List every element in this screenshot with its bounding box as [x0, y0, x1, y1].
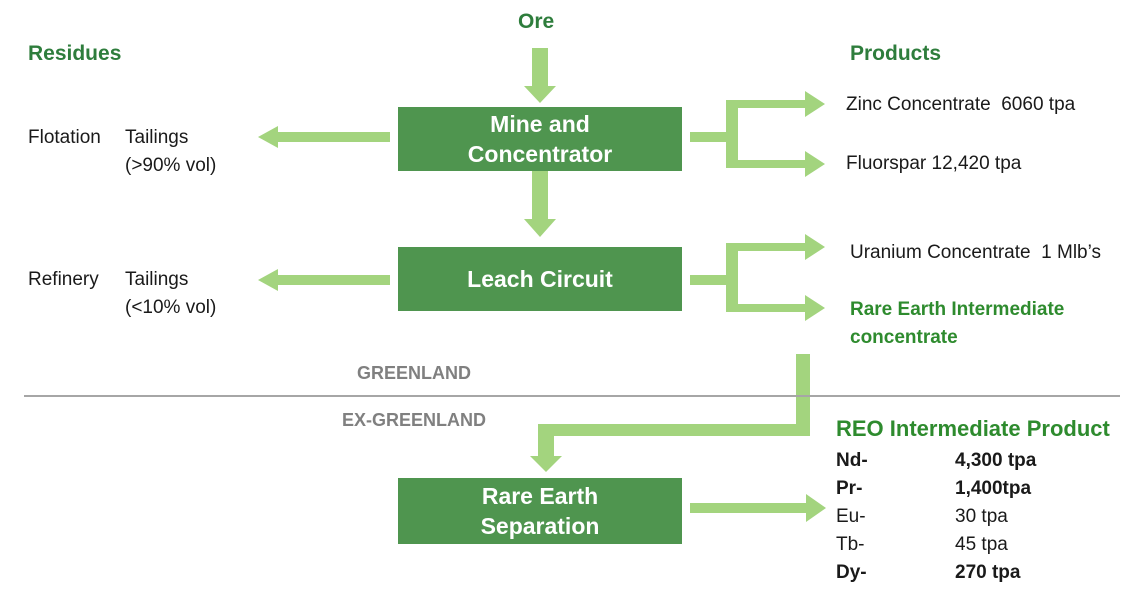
rare-earth-product-line-1: Rare Earth Intermediate: [850, 299, 1065, 320]
concentrate-to-separation-arrow: [530, 354, 810, 472]
leach-products-arrow: [690, 234, 825, 321]
rare-earth-product-line-2: concentrate: [850, 327, 958, 348]
reo-element: Nd-: [836, 450, 868, 471]
separation-box-line-2: Separation: [480, 513, 600, 539]
ex-greenland-label: EX-GREENLAND: [342, 410, 487, 430]
refinery-volume: (<10% vol): [125, 297, 217, 318]
flotation-label: Flotation: [28, 127, 101, 148]
reo-value: 270 tpa: [955, 562, 1021, 583]
uranium-product: Uranium Concentrate 1 Mlb’s: [850, 242, 1101, 263]
reo-title: REO Intermediate Product: [836, 416, 1110, 441]
reo-value: 1,400tpa: [955, 478, 1032, 499]
reo-row: Tb- 45 tpa: [836, 531, 1136, 559]
mine-and-concentrator-box: Mine and Concentrator: [398, 107, 682, 171]
flotation-volume: (>90% vol): [125, 155, 217, 176]
ore-label: Ore: [518, 10, 555, 33]
flotation-tailings-label: Tailings: [125, 127, 189, 148]
separation-box-line-1: Rare Earth: [481, 483, 599, 509]
mine-products-arrow: [690, 91, 825, 177]
products-heading: Products: [850, 42, 942, 65]
residues-heading: Residues: [28, 42, 122, 65]
reo-value: 45 tpa: [955, 534, 1008, 555]
mine-box-line-1: Mine and: [490, 111, 590, 137]
flotation-tailings-arrow: [258, 126, 390, 148]
reo-row: Eu- 30 tpa: [836, 503, 1136, 531]
reo-element: Dy-: [836, 562, 867, 583]
reo-element: Pr-: [836, 478, 863, 499]
separation-to-reo-arrow: [690, 494, 826, 522]
reo-row: Nd- 4,300 tpa: [836, 447, 1136, 475]
greenland-label: GREENLAND: [357, 363, 472, 383]
mine-box-line-2: Concentrator: [467, 141, 613, 167]
leach-box-label: Leach Circuit: [467, 266, 613, 292]
refinery-tailings-arrow: [258, 269, 390, 291]
reo-value: 30 tpa: [955, 506, 1008, 527]
reo-row: Pr- 1,400tpa: [836, 475, 1136, 503]
rare-earth-separation-box: Rare Earth Separation: [398, 478, 682, 544]
reo-value: 4,300 tpa: [955, 450, 1037, 471]
reo-element: Eu-: [836, 506, 866, 527]
reo-element: Tb-: [836, 534, 865, 555]
zinc-product: Zinc Concentrate 6060 tpa: [846, 94, 1076, 115]
ore-arrow: [524, 48, 556, 103]
refinery-tailings-label: Tailings: [125, 269, 189, 290]
leach-circuit-box: Leach Circuit: [398, 247, 682, 311]
refinery-label: Refinery: [28, 269, 99, 290]
mine-to-leach-arrow: [524, 171, 556, 237]
reo-row: Dy- 270 tpa: [836, 559, 1136, 587]
fluorspar-product: Fluorspar 12,420 tpa: [846, 153, 1022, 174]
